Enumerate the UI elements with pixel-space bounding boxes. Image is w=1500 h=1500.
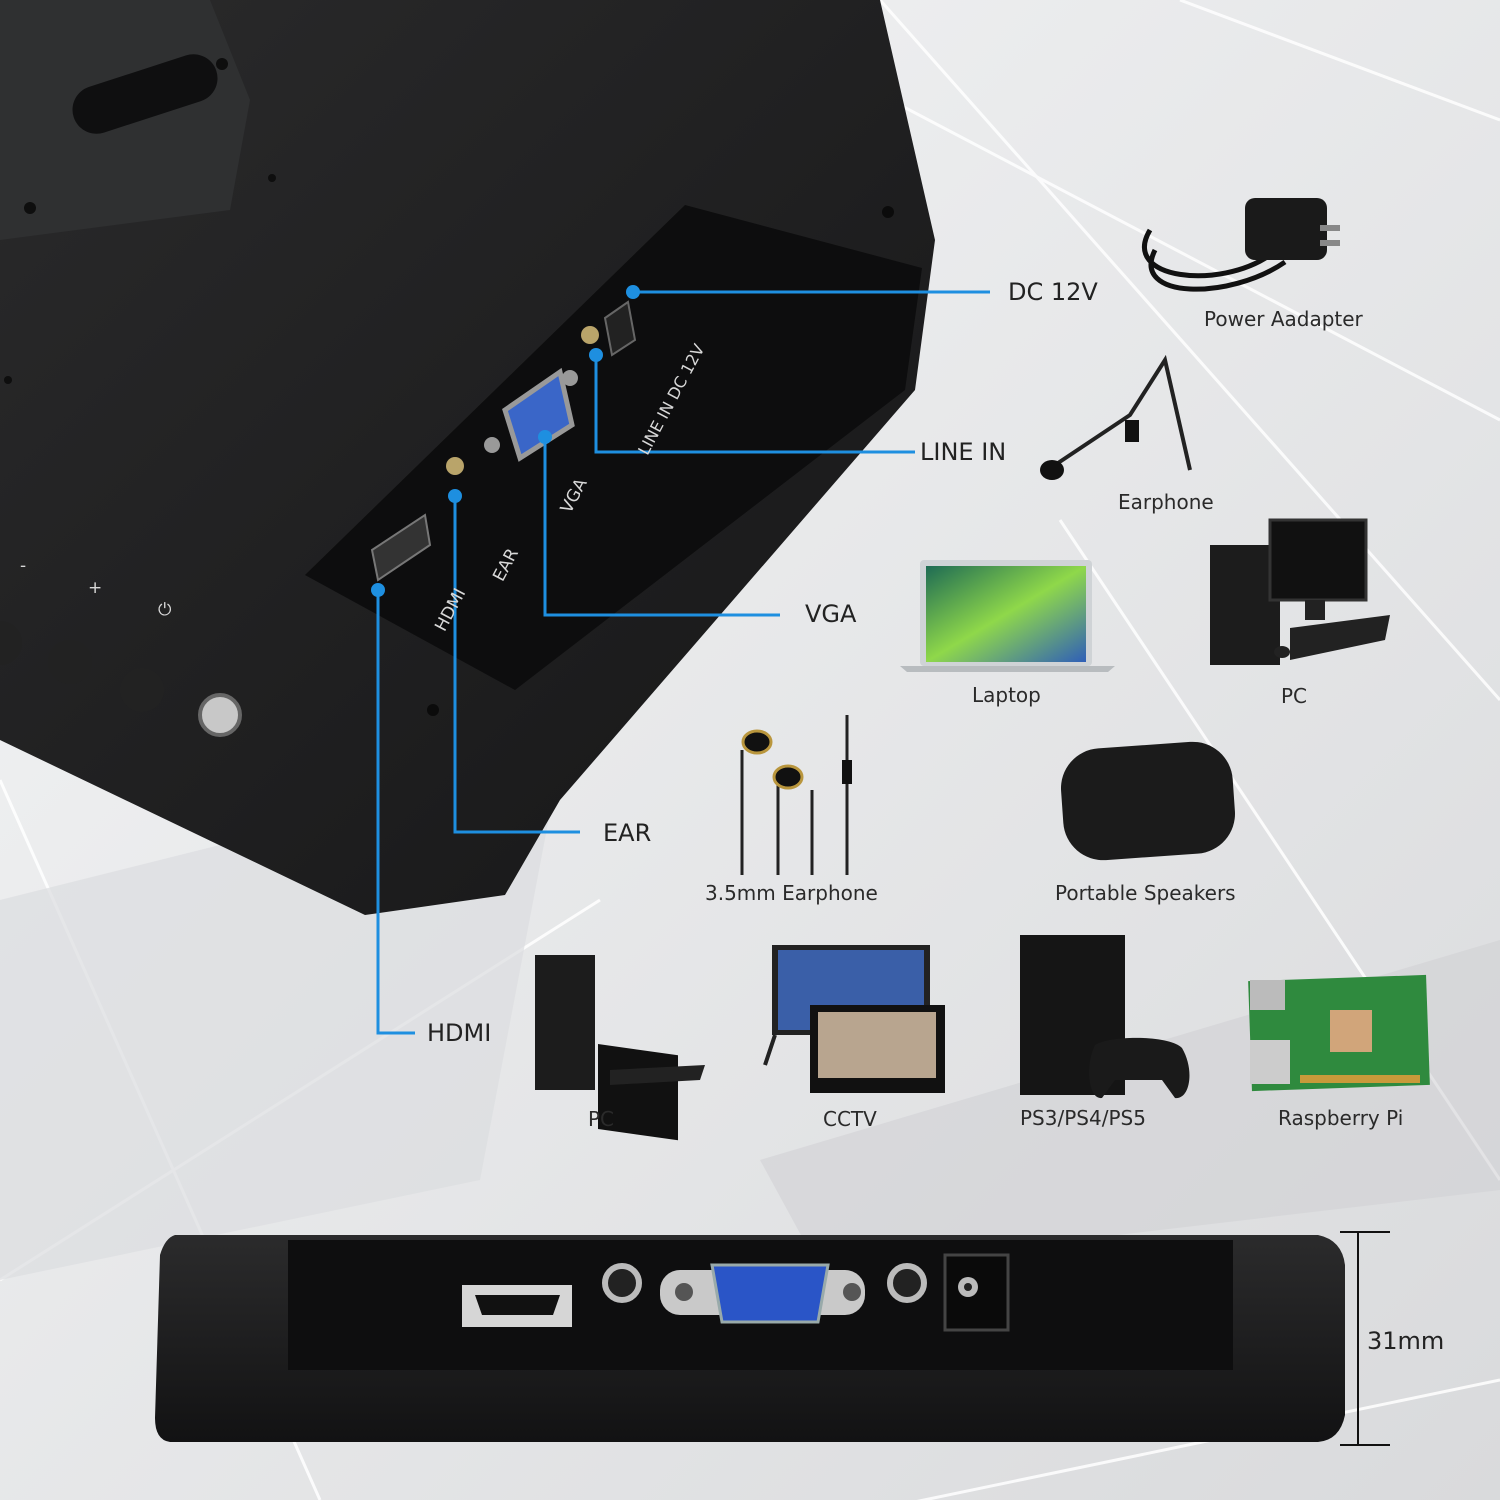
laptop-icon [900, 560, 1115, 672]
dc-socket [603, 300, 637, 357]
caption-earphone: Earphone [1118, 490, 1214, 514]
dimension-marker [1340, 1231, 1390, 1446]
caption-cctv: CCTV [823, 1107, 877, 1131]
caption-35mm-earphone: 3.5mm Earphone [705, 881, 878, 905]
in-ear-earphone-icon [740, 715, 852, 875]
power-adapter-icon [1142, 198, 1340, 292]
callout-lines [376, 290, 990, 1035]
caption-laptop: Laptop [972, 683, 1041, 707]
caption-raspberry-pi: Raspberry Pi [1278, 1106, 1404, 1130]
power-button[interactable] [198, 693, 242, 737]
hdmi-port [370, 513, 432, 582]
monitor-front-edge [155, 1235, 1345, 1442]
desktop-pc-icon-2 [535, 955, 705, 1141]
cctv-monitor-icon [763, 945, 945, 1093]
caption-pc-bottom: PC [588, 1107, 615, 1131]
dimension-label: 31mm [1367, 1327, 1445, 1355]
hdmi-port-front [462, 1285, 572, 1327]
caption-portable-speakers: Portable Speakers [1055, 881, 1236, 905]
caption-ps: PS3/PS4/PS5 [1020, 1106, 1146, 1130]
speaker-icon [1060, 741, 1236, 861]
line-in-jack-front [887, 1263, 927, 1303]
dc-socket-front [943, 1253, 1010, 1332]
game-console-icon [1020, 935, 1190, 1099]
callout-hdmi: HDMI [427, 1019, 492, 1047]
panel-print-minus: - [20, 556, 27, 576]
headset-mic-icon [1040, 354, 1192, 480]
ear-jack [446, 457, 464, 475]
raspberry-pi-board-icon [1248, 974, 1430, 1092]
callout-ear: EAR [603, 819, 652, 847]
desktop-pc-icon [1210, 518, 1390, 665]
power-icon: ⏻ [158, 600, 172, 620]
vga-port [502, 367, 575, 462]
port-recess [305, 205, 922, 690]
callout-dc-12v: DC 12V [1008, 278, 1098, 306]
monitor-back [0, 0, 935, 915]
caption-power-adapter: Power Aadapter [1204, 307, 1363, 331]
ear-jack-front [602, 1263, 642, 1303]
vga-port-front [660, 1263, 865, 1324]
panel-print-plus: + [88, 578, 103, 598]
callout-line-in: LINE IN [920, 438, 1007, 466]
plus-button[interactable] [120, 668, 164, 712]
callout-vga: VGA [805, 600, 857, 628]
minus-button[interactable] [48, 640, 92, 684]
line-in-jack [581, 326, 599, 344]
caption-pc-top: PC [1281, 684, 1308, 708]
